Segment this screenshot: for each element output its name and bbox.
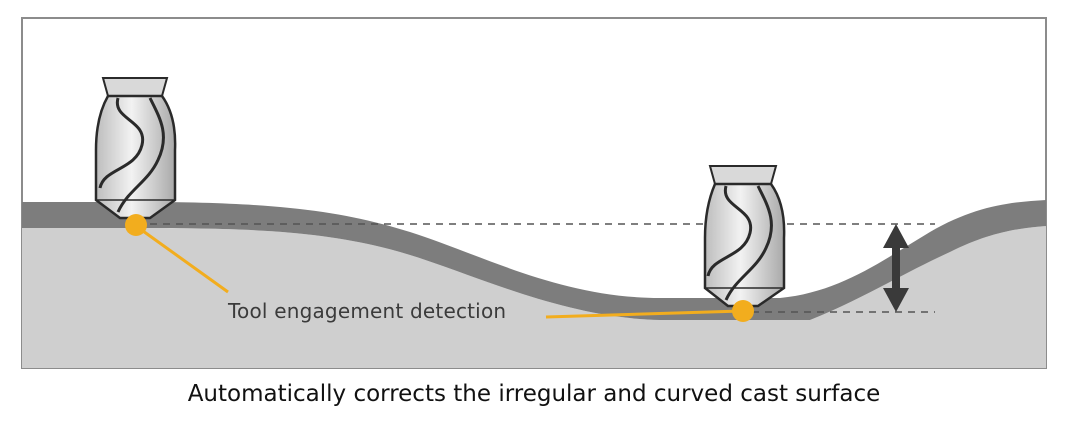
end-mill-icon <box>703 165 786 308</box>
detection-point-right <box>732 300 754 322</box>
detection-leader-left <box>135 224 229 294</box>
double-headed-arrow-icon <box>883 224 909 312</box>
cast-body <box>22 226 1046 368</box>
end-mill-icon <box>94 77 177 220</box>
detection-point-left <box>125 214 147 236</box>
diagram-caption: Automatically corrects the irregular and… <box>187 381 881 407</box>
tool-engagement-label: Tool engagement detection <box>228 299 507 323</box>
detection-leader-right <box>545 309 743 319</box>
cast-surface-layer <box>22 200 1046 320</box>
